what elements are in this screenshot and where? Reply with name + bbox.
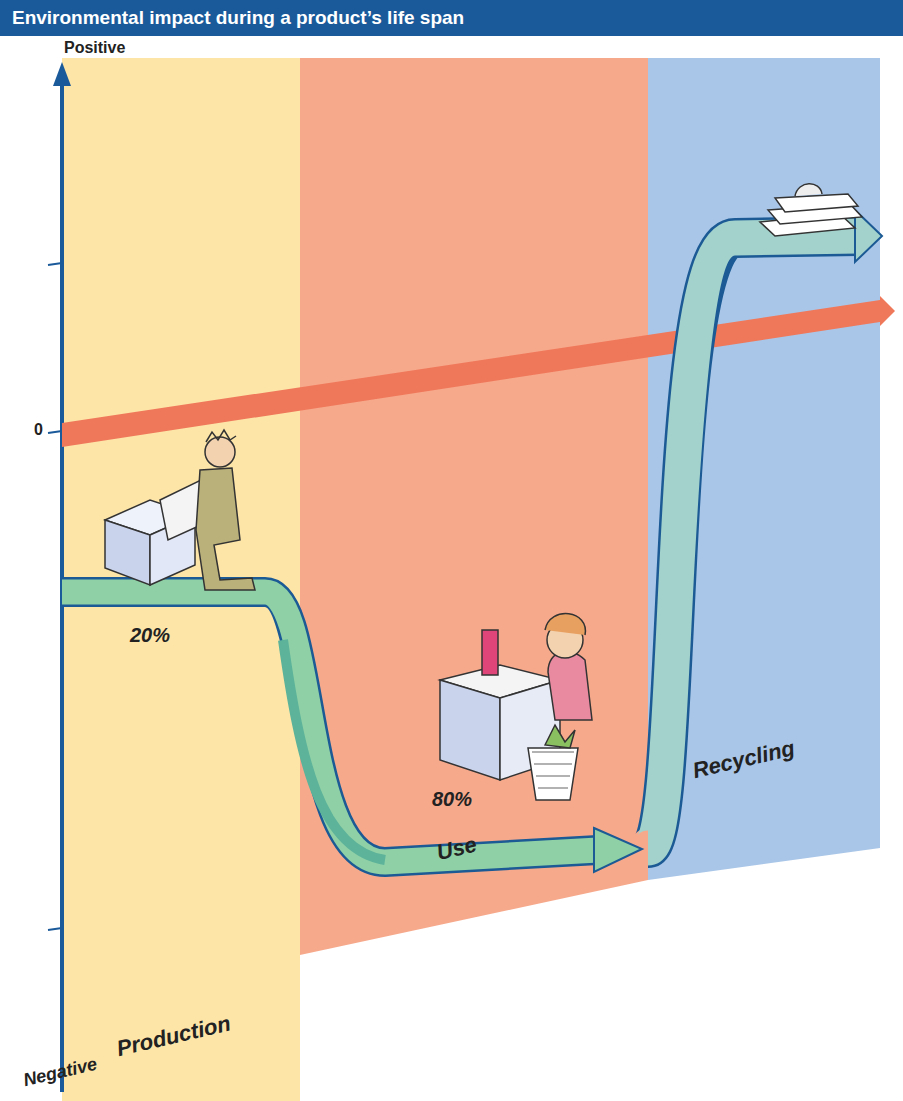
recycle-ribbon [648,236,858,848]
percentage: 20% [130,624,170,647]
percentage: 80% [432,788,472,811]
title-bar: Environmental impact during a product’s … [0,0,903,36]
impact-ribbon [62,592,598,862]
axis-arrowhead [53,62,71,86]
axis-label: Positive [64,39,125,57]
axis-value: 0 [34,421,43,439]
diagram-title: Environmental impact during a product’s … [0,0,464,36]
worker-figure [105,430,255,590]
axis-ticks [48,263,62,930]
zero-line-band [62,300,880,447]
user-figure [440,614,592,800]
ribbon-shade [283,640,385,860]
impact-ribbon-outline [62,592,598,862]
ribbon-arrowhead [594,828,642,872]
recycle-ribbon-outline [648,236,858,848]
paper-pile [760,184,862,236]
zero-line-head [880,296,895,326]
